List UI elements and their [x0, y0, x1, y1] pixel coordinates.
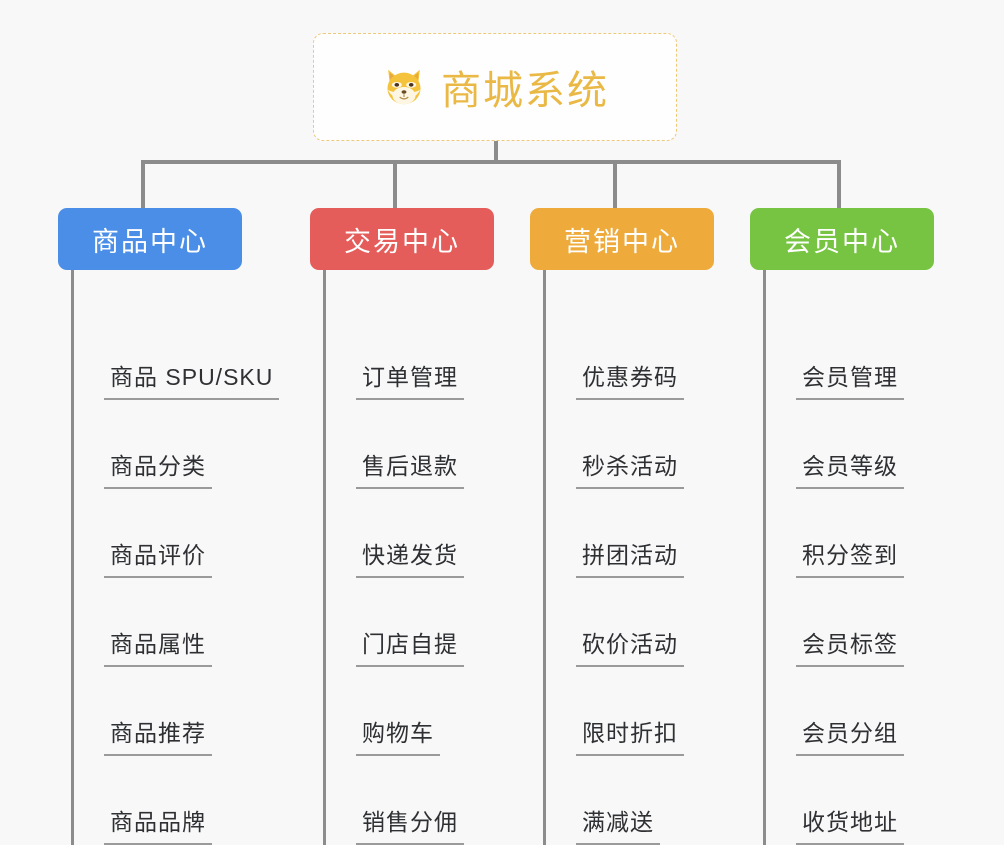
leaf-item[interactable]: 会员管理 [766, 311, 904, 400]
leaf-item-label: 商品属性 [110, 631, 206, 657]
connector-branch-2-vertical [393, 160, 397, 208]
column-rail [763, 270, 766, 845]
category-box-marketing[interactable]: 营销中心 [530, 208, 714, 270]
leaf-item-label: 砍价活动 [582, 631, 678, 657]
column-rail [543, 270, 546, 845]
leaf-item-underline: 商品分类 [104, 447, 212, 489]
connector-branch-1-vertical [141, 160, 145, 208]
leaf-item-label: 会员标签 [802, 631, 898, 657]
category-box-trade[interactable]: 交易中心 [310, 208, 494, 270]
root-node[interactable]: 商城系统 [313, 33, 677, 141]
leaf-item[interactable]: 购物车 [326, 667, 440, 756]
leaf-item[interactable]: 积分签到 [766, 489, 904, 578]
leaf-item-underline: 售后退款 [356, 447, 464, 489]
leaf-item[interactable]: 会员标签 [766, 578, 904, 667]
leaf-item[interactable]: 商品 SPU/SKU [74, 311, 280, 400]
leaf-item-label: 商品推荐 [110, 720, 206, 746]
leaf-item-label: 商品品牌 [110, 809, 206, 835]
leaf-item-label: 秒杀活动 [582, 453, 678, 479]
category-box-member[interactable]: 会员中心 [750, 208, 934, 270]
leaf-item-underline: 会员标签 [796, 625, 904, 667]
leaf-item-underline: 购物车 [356, 714, 440, 756]
leaf-item-underline: 商品 SPU/SKU [104, 358, 280, 400]
leaf-item-underline: 限时折扣 [576, 714, 684, 756]
leaf-item[interactable]: 商品推荐 [74, 667, 212, 756]
leaf-item-label: 会员分组 [802, 720, 898, 746]
leaf-item[interactable]: 商品品牌 [74, 756, 212, 845]
leaf-item-label: 优惠券码 [582, 364, 678, 390]
leaf-item-label: 购物车 [362, 720, 434, 746]
leaf-item-underline: 砍价活动 [576, 625, 684, 667]
leaf-item[interactable]: 砍价活动 [546, 578, 684, 667]
leaf-item-label: 商品 SPU/SKU [110, 364, 274, 390]
leaf-item[interactable]: 商品分类 [74, 400, 212, 489]
leaf-item[interactable]: 收货地址 [766, 756, 904, 845]
leaf-item-label: 订单管理 [362, 364, 458, 390]
leaf-item-label: 会员管理 [802, 364, 898, 390]
category-box-product[interactable]: 商品中心 [58, 208, 242, 270]
leaf-item-underline: 积分签到 [796, 536, 904, 578]
leaf-item-label: 收货地址 [802, 809, 898, 835]
leaf-item[interactable]: 拼团活动 [546, 489, 684, 578]
leaf-item-underline: 商品品牌 [104, 803, 212, 845]
leaf-item-label: 会员等级 [802, 453, 898, 479]
leaf-item-underline: 订单管理 [356, 358, 464, 400]
leaf-item-underline: 收货地址 [796, 803, 904, 845]
leaf-item[interactable]: 会员等级 [766, 400, 904, 489]
leaf-item-underline: 商品属性 [104, 625, 212, 667]
category-label: 营销中心 [564, 226, 680, 257]
leaf-item[interactable]: 商品属性 [74, 578, 212, 667]
leaf-item-underline: 优惠券码 [576, 358, 684, 400]
leaf-item[interactable]: 满减送 [546, 756, 660, 845]
leaf-item-label: 限时折扣 [582, 720, 678, 746]
column-rail [71, 270, 74, 845]
category-label: 会员中心 [784, 226, 900, 257]
leaf-item-label: 拼团活动 [582, 542, 678, 568]
leaf-item-underline: 快递发货 [356, 536, 464, 578]
root-title: 商城系统 [441, 69, 609, 113]
root-node-content: 商城系统 [381, 58, 609, 116]
leaf-item-underline: 商品推荐 [104, 714, 212, 756]
leaf-item[interactable]: 会员分组 [766, 667, 904, 756]
leaf-item-label: 积分签到 [802, 542, 898, 568]
leaf-item[interactable]: 商品评价 [74, 489, 212, 578]
leaf-item-label: 商品评价 [110, 542, 206, 568]
leaf-item-label: 快递发货 [362, 542, 458, 568]
leaf-item[interactable]: 订单管理 [326, 311, 464, 400]
connector-branch-3-vertical [613, 160, 617, 208]
leaf-item[interactable]: 快递发货 [326, 489, 464, 578]
shiba-dog-icon [381, 64, 427, 110]
connector-horizontal-bus [141, 160, 841, 164]
leaf-item-underline: 拼团活动 [576, 536, 684, 578]
leaf-item-label: 售后退款 [362, 453, 458, 479]
leaf-item-label: 销售分佣 [362, 809, 458, 835]
leaf-item-underline: 满减送 [576, 803, 660, 845]
category-label: 交易中心 [344, 226, 460, 257]
leaf-item[interactable]: 门店自提 [326, 578, 464, 667]
category-label: 商品中心 [92, 226, 208, 257]
leaf-item[interactable]: 优惠券码 [546, 311, 684, 400]
leaf-item-label: 商品分类 [110, 453, 206, 479]
leaf-item-underline: 会员等级 [796, 447, 904, 489]
leaf-item-underline: 销售分佣 [356, 803, 464, 845]
leaf-item-label: 门店自提 [362, 631, 458, 657]
leaf-item-underline: 会员分组 [796, 714, 904, 756]
column-rail [323, 270, 326, 845]
connector-branch-4-vertical [837, 160, 841, 208]
leaf-item-underline: 会员管理 [796, 358, 904, 400]
leaf-item-underline: 门店自提 [356, 625, 464, 667]
leaf-item-underline: 秒杀活动 [576, 447, 684, 489]
leaf-item[interactable]: 售后退款 [326, 400, 464, 489]
leaf-item-label: 满减送 [582, 809, 654, 835]
leaf-item-underline: 商品评价 [104, 536, 212, 578]
connector-root-vertical [494, 141, 498, 162]
leaf-item[interactable]: 销售分佣 [326, 756, 464, 845]
leaf-item[interactable]: 秒杀活动 [546, 400, 684, 489]
leaf-item[interactable]: 限时折扣 [546, 667, 684, 756]
